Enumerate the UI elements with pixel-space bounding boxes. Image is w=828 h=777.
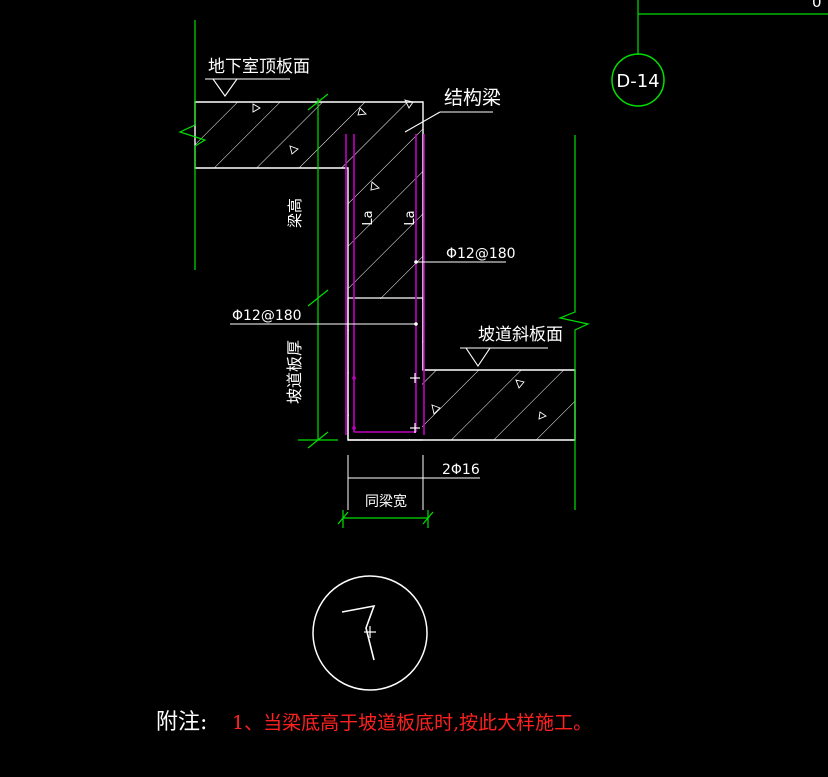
bar-marks [410,373,420,433]
leaders [205,78,548,479]
structural-beam-label: 结构梁 [444,87,501,109]
extension-lines [347,455,428,510]
ramp-slab-top-label: 坡道斜板面 [478,325,563,345]
stirrup-upper-label: Φ12@180 [446,246,516,262]
reference-bubble-label: D-14 [616,71,659,92]
note-heading: 附注: [156,710,207,735]
rebar-cage [345,134,425,435]
corner-mark: 0 [812,0,822,11]
detail-number-bubble: 1 [312,575,428,691]
anchor-left-label: La [361,210,376,225]
same-beam-width-label: 同梁宽 [365,493,407,510]
reference-bubble: D-14 [611,53,665,107]
slab-top-label: 地下室顶板面 [208,57,310,77]
bottom-bars-label: 2Φ16 [442,462,480,478]
ramp-beam-void [349,299,422,439]
detail-number: 1 [370,639,372,641]
ramp-thickness-label: 坡道板厚 [285,340,304,404]
dimension-lines [178,20,590,528]
anchor-right-label: La [403,210,418,225]
note-text: 1、当梁底高于坡道板底时,按此大样施工。 [232,712,592,734]
reference-leader: 0 [637,0,828,55]
aggregate-marks [252,99,547,420]
beam-height-label: 梁高 [286,198,304,228]
stirrup-lower-label: Φ12@180 [232,308,302,324]
